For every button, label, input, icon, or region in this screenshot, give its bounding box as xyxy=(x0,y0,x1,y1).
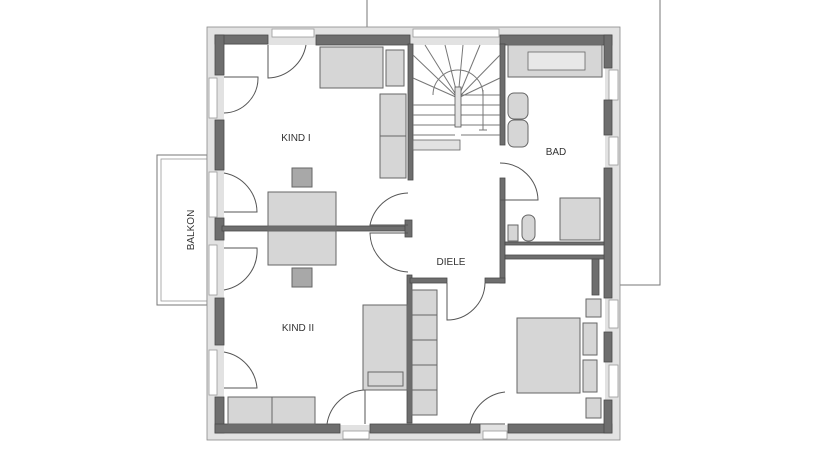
sink-1 xyxy=(507,92,529,120)
nightstand-2 xyxy=(585,397,602,419)
wardrobe-kind1-b xyxy=(379,135,407,179)
wardrobe-diele xyxy=(411,289,438,416)
exterior-walls xyxy=(214,34,613,434)
pillow-2 xyxy=(582,359,598,393)
room-label-kind1: KIND I xyxy=(281,133,310,144)
pillow-kind1 xyxy=(385,49,405,87)
balcony xyxy=(156,154,208,306)
sofa-kind2-a xyxy=(227,396,273,425)
chair-kind2 xyxy=(291,267,313,288)
door-bad[interactable] xyxy=(499,162,539,201)
door-balcony-2[interactable] xyxy=(223,247,258,291)
desk-kind1 xyxy=(267,191,337,227)
pillow-1 xyxy=(582,322,598,356)
room-label-bad: BAD xyxy=(546,147,567,158)
door-balcony-1[interactable] xyxy=(223,172,258,213)
doors xyxy=(223,44,539,425)
door-kind1[interactable] xyxy=(369,192,409,226)
furniture-bedroom xyxy=(516,298,602,419)
sofa-kind2-b xyxy=(271,396,316,425)
wardrobe-kind1-a xyxy=(379,93,407,137)
windows xyxy=(208,28,619,440)
door-bedroom-bottom[interactable] xyxy=(469,391,506,425)
site-line-right xyxy=(620,0,661,286)
door-kind2-lower[interactable] xyxy=(223,351,258,389)
chair-kind1 xyxy=(291,167,313,188)
room-label-balkon: BALKON xyxy=(186,210,197,251)
door-kind1-window[interactable] xyxy=(267,44,307,79)
furniture-bad xyxy=(507,44,603,242)
staircase xyxy=(412,44,501,136)
room-label-kind2: KIND II xyxy=(282,323,314,334)
interior-walls xyxy=(221,43,605,424)
furniture-kind1 xyxy=(267,46,407,227)
door-kind2[interactable] xyxy=(369,232,409,273)
shower xyxy=(559,197,601,241)
room-label-diele: DIELE xyxy=(437,257,466,268)
door-kind1-upper[interactable] xyxy=(223,76,259,114)
nightstand-1 xyxy=(585,298,602,318)
double-bed xyxy=(516,317,581,394)
furniture-kind2 xyxy=(227,230,408,425)
pillow-kind2 xyxy=(367,371,404,387)
desk-kind2 xyxy=(267,230,337,266)
door-bedroom[interactable] xyxy=(446,282,486,321)
bed-kind1 xyxy=(319,46,384,89)
small-sink xyxy=(507,224,519,242)
sink-2 xyxy=(507,119,529,148)
toilet xyxy=(521,214,536,242)
